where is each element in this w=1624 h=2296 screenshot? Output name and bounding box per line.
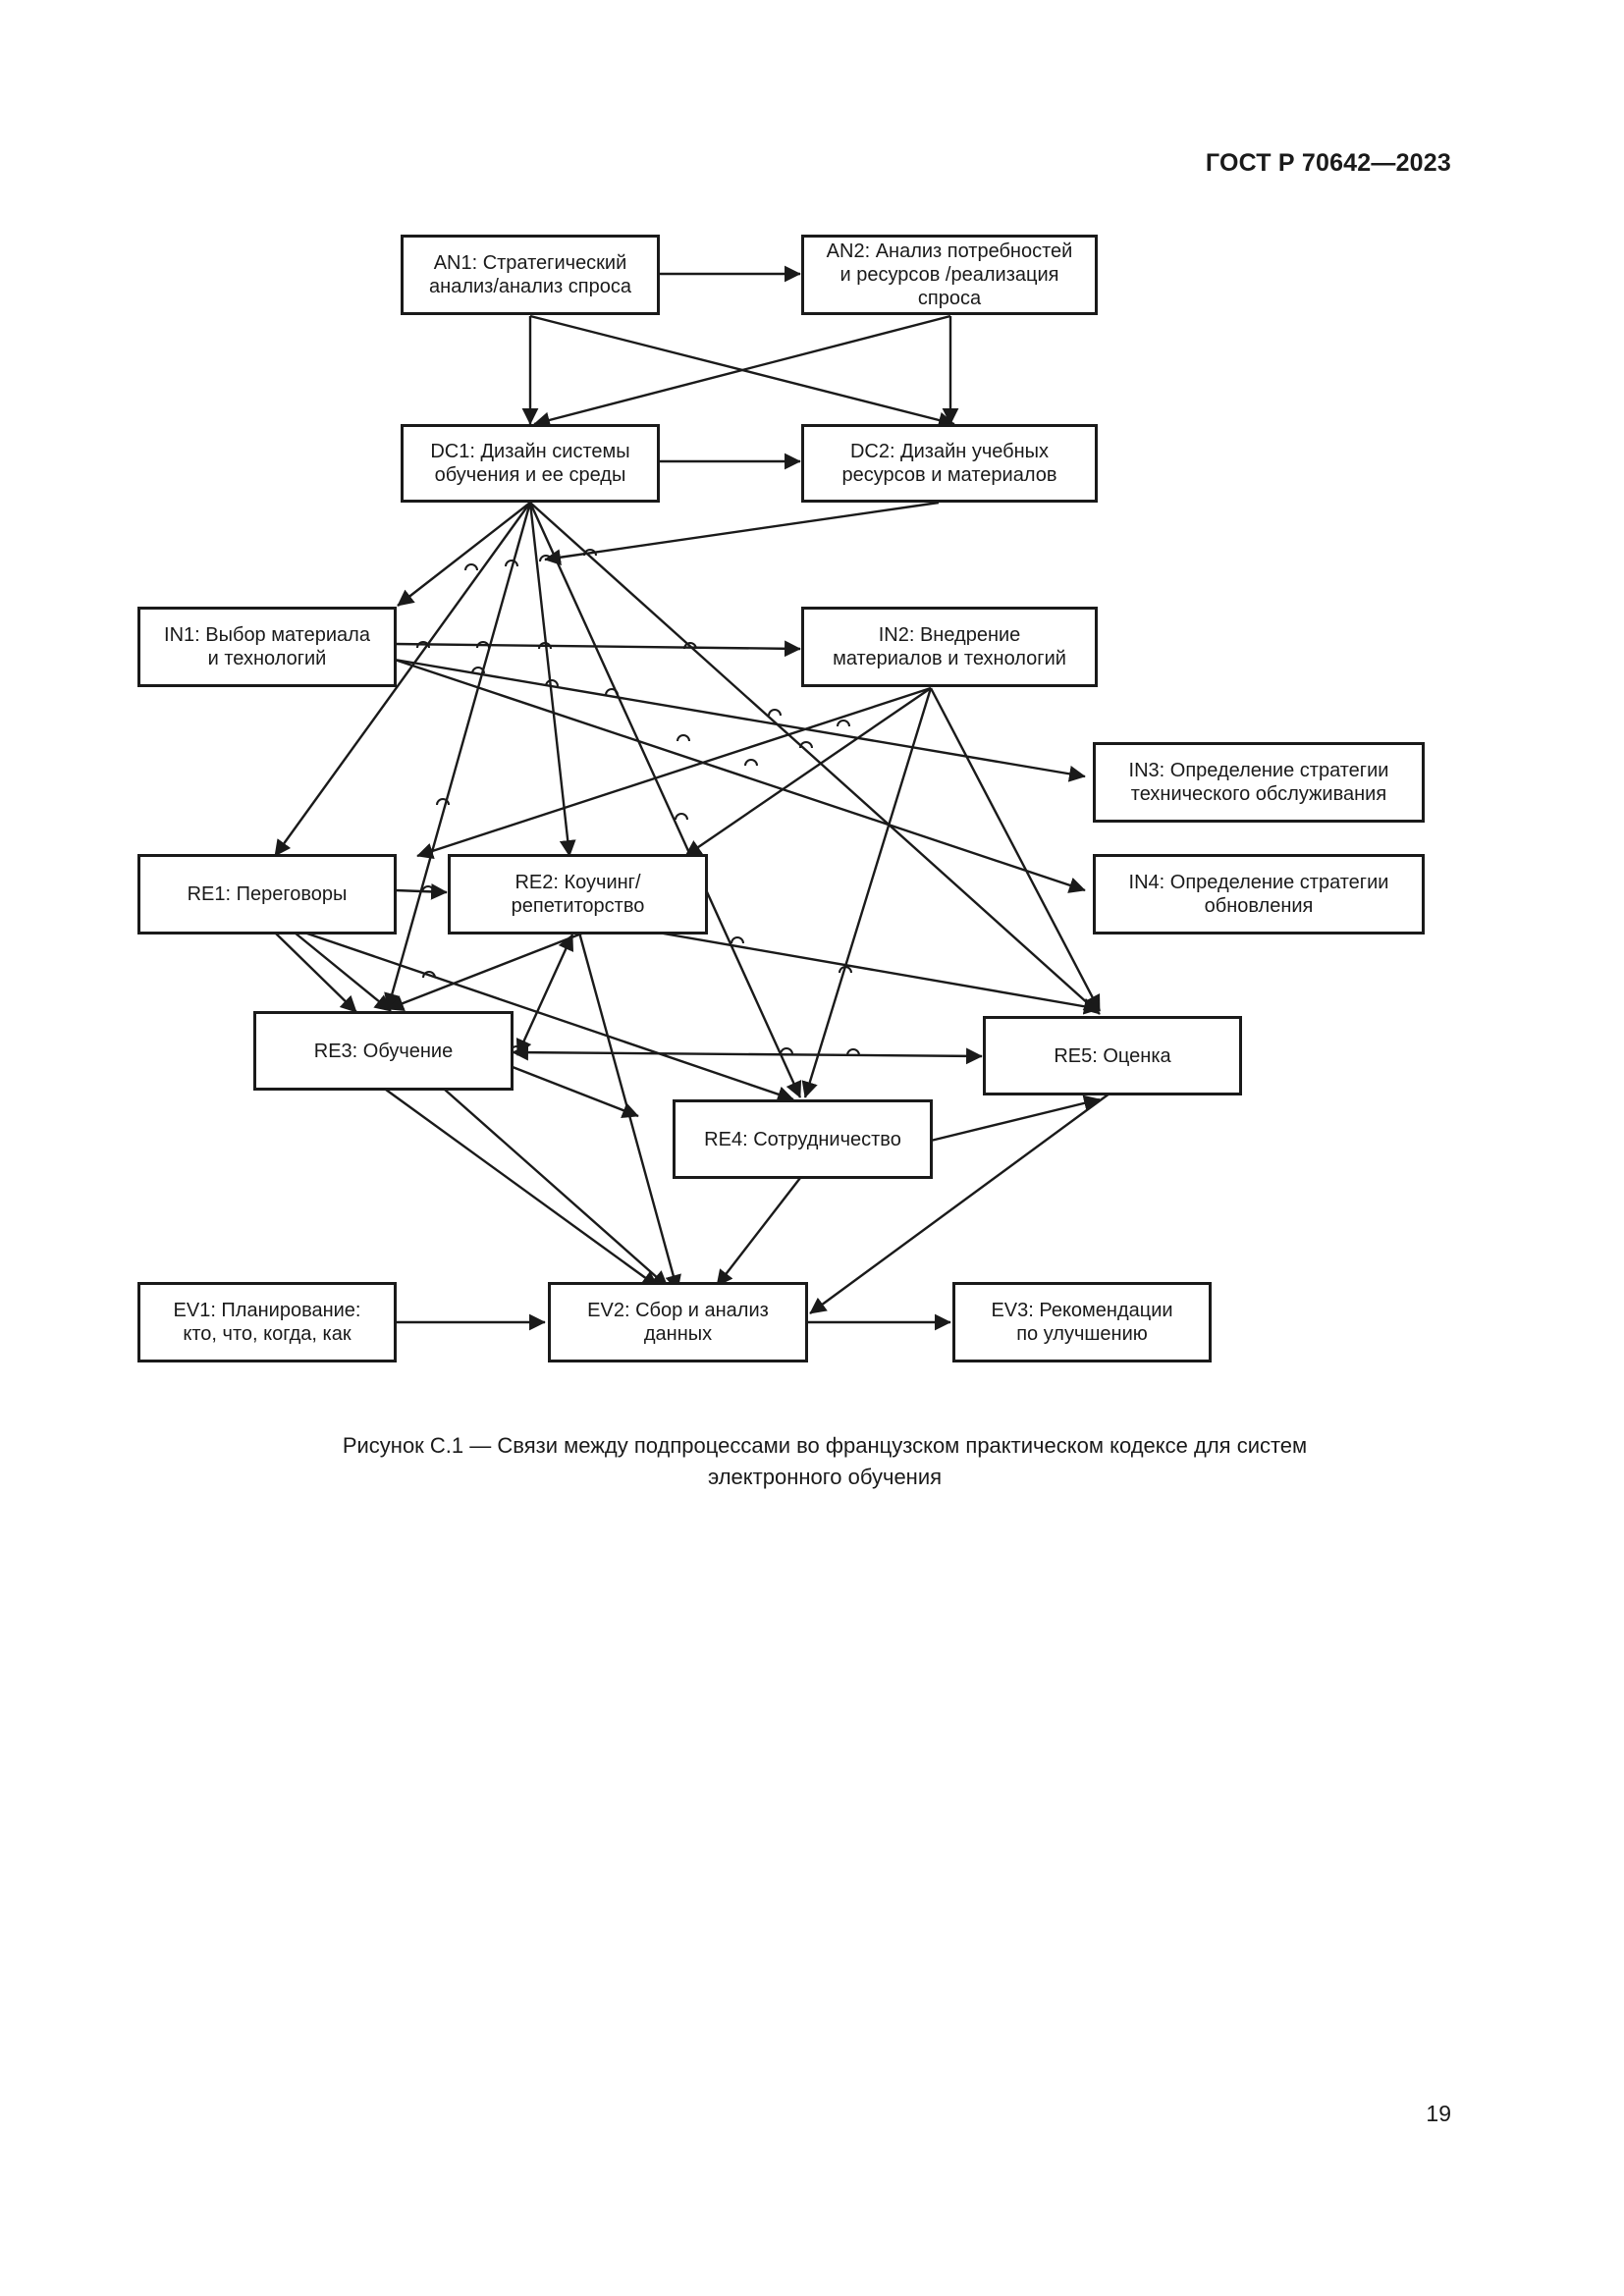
node-re3: RE3: Обучение xyxy=(253,1011,514,1091)
node-re1: RE1: Переговоры xyxy=(137,854,397,934)
node-in3: IN3: Определение стратегии технического … xyxy=(1093,742,1425,823)
node-ev2: EV2: Сбор и анализ данных xyxy=(548,1282,808,1362)
node-re2: RE2: Коучинг/ репетиторство xyxy=(448,854,708,934)
node-dc1: DC1: Дизайн системы обучения и ее среды xyxy=(401,424,660,503)
page-number: 19 xyxy=(1426,2101,1451,2126)
node-ev1: EV1: Планирование: кто, что, когда, как xyxy=(137,1282,397,1362)
node-re5: RE5: Оценка xyxy=(983,1016,1242,1095)
node-in1: IN1: Выбор материала и технологий xyxy=(137,607,397,687)
node-ev3: EV3: Рекомендации по улучшению xyxy=(952,1282,1212,1362)
node-an1: AN1: Стратегический анализ/анализ спроса xyxy=(401,235,660,315)
figure-caption: Рисунок С.1 — Связи между подпроцессами … xyxy=(342,1433,1308,1489)
node-dc2: DC2: Дизайн учебных ресурсов и материало… xyxy=(801,424,1098,503)
node-an2: AN2: Анализ потребностей и ресурсов /реа… xyxy=(801,235,1098,315)
node-re4: RE4: Сотрудничество xyxy=(673,1099,933,1179)
node-in2: IN2: Внедрение материалов и технологий xyxy=(801,607,1098,687)
node-in4: IN4: Определение стратегии обновления xyxy=(1093,854,1425,934)
document-header: ГОСТ Р 70642—2023 xyxy=(1205,149,1451,177)
